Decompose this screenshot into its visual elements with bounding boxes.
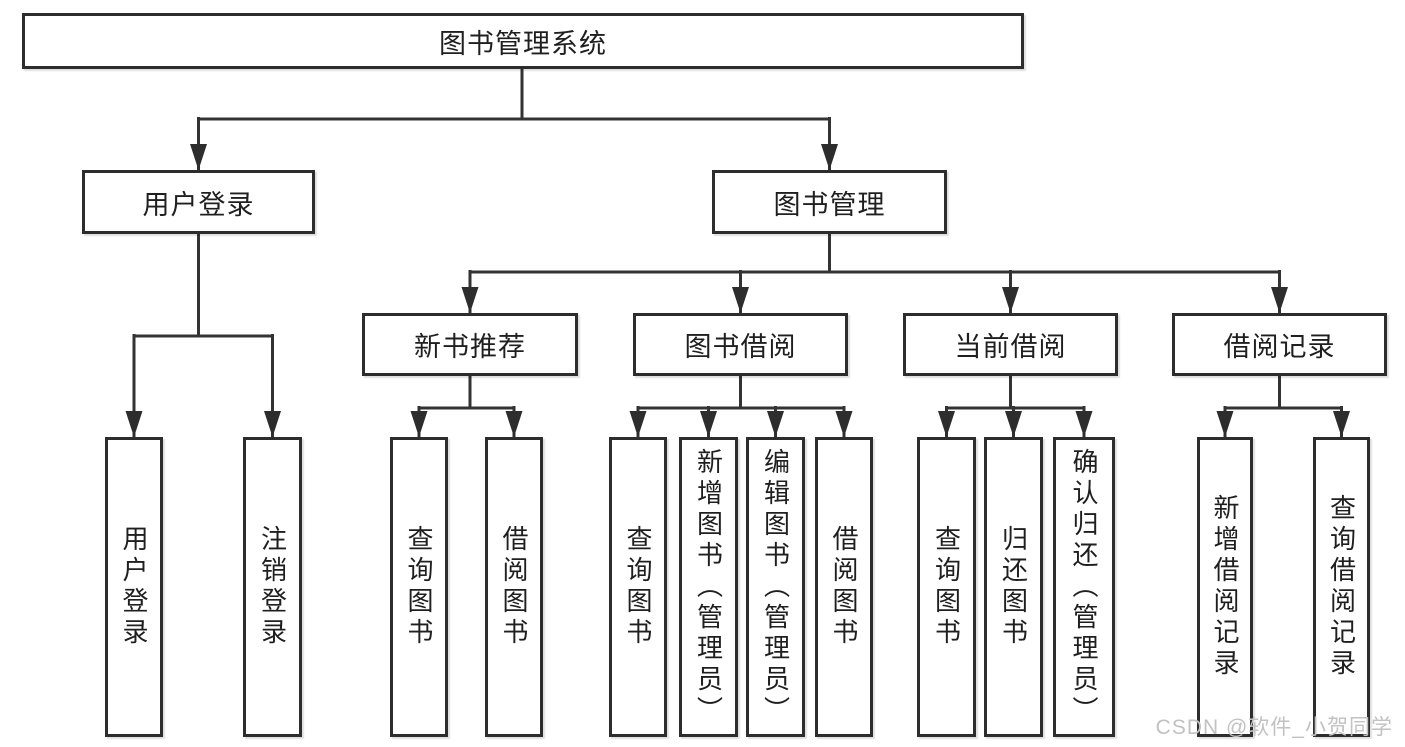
leaf-user-login-label: 用户登录 <box>119 525 149 649</box>
leaf-query-borrow-record: 查询借阅记录 <box>1313 437 1370 737</box>
node-root-label: 图书管理系统 <box>439 28 607 59</box>
leaf-query-books-recommend-label: 查询图书 <box>404 525 434 649</box>
node-book-borrowing-label: 图书借阅 <box>684 332 797 362</box>
node-new-book-recommend-label: 新书推荐 <box>414 332 526 362</box>
leaf-query-books-recommend: 查询图书 <box>390 437 448 737</box>
leaf-query-books-borrowing: 查询图书 <box>609 437 667 737</box>
node-root: 图书管理系统 <box>22 13 1024 69</box>
leaf-add-borrow-record-label: 新增借阅记录 <box>1210 494 1240 680</box>
leaf-edit-book-admin: 编辑图书（管理员） <box>746 437 805 737</box>
leaf-query-books-borrowing-label: 查询图书 <box>623 525 653 649</box>
node-book-management-label: 图书管理 <box>773 189 886 220</box>
leaf-return-book-label: 归还图书 <box>998 525 1029 649</box>
node-book-management: 图书管理 <box>712 170 947 234</box>
leaf-user-login: 用户登录 <box>105 437 163 737</box>
leaf-query-borrow-record-label: 查询借阅记录 <box>1326 494 1357 680</box>
leaf-add-book-admin: 新增图书（管理员） <box>679 437 738 737</box>
leaf-add-borrow-record: 新增借阅记录 <box>1197 437 1253 737</box>
leaf-borrow-books-recommend-label: 借阅图书 <box>499 525 529 649</box>
leaf-confirm-return-admin-label: 确认归还（管理员） <box>1069 447 1099 727</box>
leaf-edit-book-admin-label: 编辑图书（管理员） <box>760 447 791 727</box>
node-borrowing-records: 借阅记录 <box>1172 313 1387 376</box>
node-current-borrowing: 当前借阅 <box>903 313 1118 376</box>
node-current-borrowing-label: 当前借阅 <box>954 332 1067 362</box>
node-user-login: 用户登录 <box>82 170 315 234</box>
leaf-query-books-current-label: 查询图书 <box>931 525 962 649</box>
leaf-borrow-books-borrowing: 借阅图书 <box>815 437 873 737</box>
leaf-borrow-books-recommend: 借阅图书 <box>485 437 543 737</box>
leaf-borrow-books-borrowing-label: 借阅图书 <box>829 525 859 649</box>
node-book-borrowing: 图书借阅 <box>633 313 848 376</box>
node-user-login-label: 用户登录 <box>142 189 255 220</box>
leaf-logout-login: 注销登录 <box>243 437 302 737</box>
leaf-return-book: 归还图书 <box>984 437 1043 737</box>
node-borrowing-records-label: 借阅记录 <box>1223 332 1336 362</box>
leaf-add-book-admin-label: 新增图书（管理员） <box>693 447 724 727</box>
leaf-logout-login-label: 注销登录 <box>257 525 288 649</box>
node-new-book-recommend: 新书推荐 <box>362 313 578 376</box>
csdn-watermark: CSDN @软件_小贺同学 <box>1155 716 1393 739</box>
leaf-confirm-return-admin: 确认归还（管理员） <box>1053 437 1115 737</box>
leaf-query-books-current: 查询图书 <box>917 437 976 737</box>
